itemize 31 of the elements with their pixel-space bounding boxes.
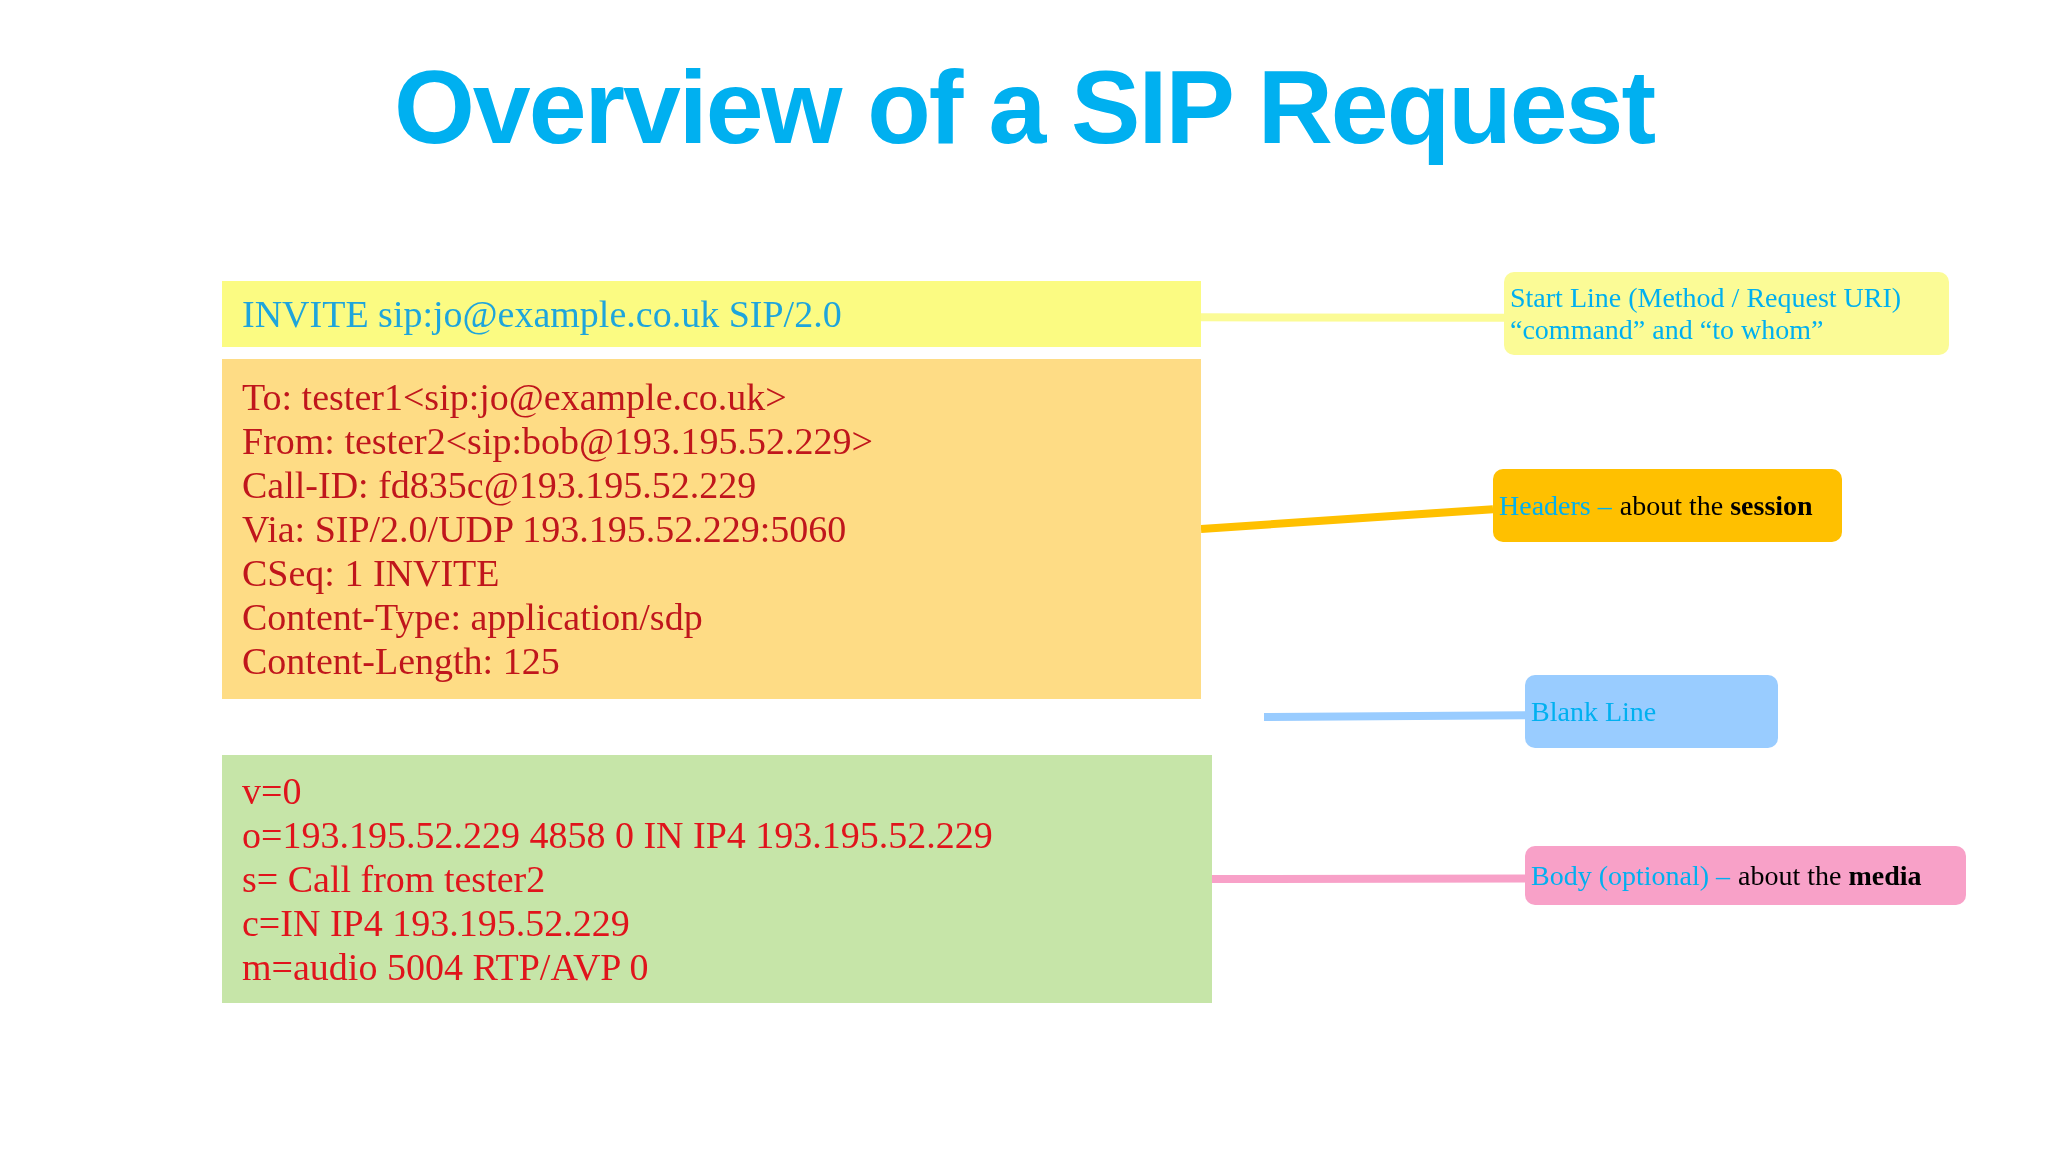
leader-line	[1212, 874, 1525, 883]
leader-line	[1201, 313, 1504, 322]
leader-line	[1263, 711, 1526, 721]
code-line: To: tester1<sip:jo@example.co.uk>	[242, 375, 788, 419]
headers-box	[222, 359, 1201, 699]
code-line: Via: SIP/2.0/UDP 193.195.52.229:5060	[242, 507, 848, 551]
code-line: m=audio 5004 RTP/AVP 0	[242, 945, 650, 989]
callout	[1504, 272, 1949, 355]
code-line: s= Call from tester2	[242, 857, 547, 901]
callout-text: Start Line (Method / Request URI)	[1510, 281, 1902, 314]
leader-line	[1200, 505, 1494, 533]
callout-text: Body (optional) –	[1531, 859, 1731, 892]
callout	[1493, 469, 1842, 542]
body-box	[222, 755, 1212, 1003]
callout	[1525, 846, 1966, 905]
callout-text: Headers –	[1499, 489, 1612, 522]
code-line: From: tester2<sip:bob@193.195.52.229>	[242, 419, 874, 463]
callout-text: about the session	[1619, 489, 1813, 522]
code-line: INVITE sip:jo@example.co.uk SIP/2.0	[242, 292, 843, 336]
callout-text: “command” and “to whom”	[1510, 313, 1824, 346]
code-line: c=IN IP4 193.195.52.229	[242, 901, 631, 945]
code-line: v=0	[242, 769, 303, 813]
code-line: Call-ID: fd835c@193.195.52.229	[242, 463, 758, 507]
code-line: CSeq: 1 INVITE	[242, 551, 501, 595]
code-line: Content-Length: 125	[242, 639, 561, 683]
code-line: o=193.195.52.229 4858 0 IN IP4 193.195.52.229	[242, 813, 994, 857]
slide-title: Overview of a SIP Request	[392, 48, 1656, 167]
callout	[1525, 675, 1778, 748]
callout-text: Blank Line	[1531, 695, 1657, 728]
code-line: Content-Type: application/sdp	[242, 595, 704, 639]
callout-text: about the media	[1738, 859, 1922, 892]
